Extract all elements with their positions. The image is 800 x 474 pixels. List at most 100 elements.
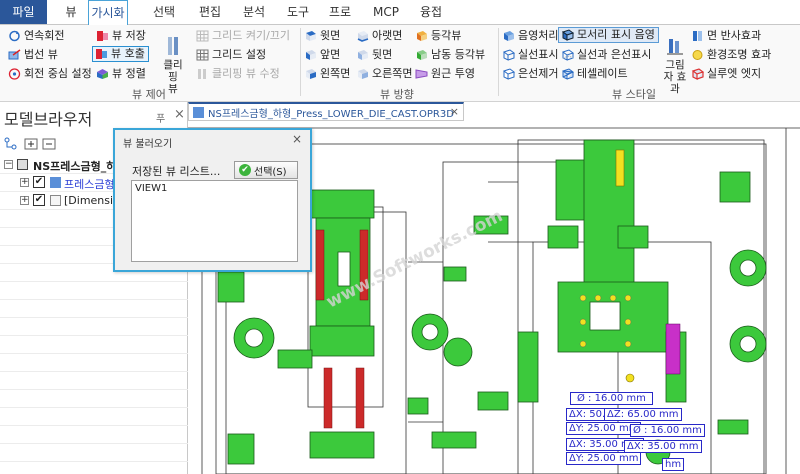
menu-tab-file[interactable]: 파일 xyxy=(0,0,47,24)
align-view-button[interactable]: 뷰 정렬 xyxy=(96,66,146,82)
reflection-button[interactable]: 면 반사효과 xyxy=(691,28,761,44)
iso-view-icon xyxy=(417,31,427,41)
dimension-fragment-label: hm xyxy=(662,458,685,471)
collapse-all-icon[interactable] xyxy=(42,137,56,151)
top-view-icon xyxy=(306,31,316,41)
tessellate-button[interactable]: 테셀레이트 xyxy=(561,66,628,82)
expand-all-icon[interactable] xyxy=(24,137,38,151)
wire-hidden-button[interactable]: 실선과 은선표시 xyxy=(561,47,651,63)
shadow-icon xyxy=(667,39,683,55)
continuous-rotate-label: 연속회전 xyxy=(24,29,65,42)
dimension-diameter-label: Ø : 16.00 mm xyxy=(570,392,653,405)
menu-tab-visualize[interactable]: 가시화 xyxy=(88,0,128,25)
tree-row xyxy=(0,246,188,264)
perspective-button[interactable]: 원근 투영 xyxy=(415,66,475,82)
clipping-icon xyxy=(168,37,178,55)
menu-tab-view[interactable]: 뷰 xyxy=(65,5,77,19)
left-view-label: 왼쪽면 xyxy=(320,67,351,80)
load-view-button[interactable]: 뷰 호출 xyxy=(92,46,149,62)
tree-row xyxy=(0,264,188,282)
right-view-button[interactable]: 오른쪽면 xyxy=(356,66,412,82)
ambient-light-button[interactable]: 환경조명 효과 xyxy=(691,47,771,63)
iso-se-view-icon xyxy=(417,50,427,60)
top-view-button[interactable]: 윗면 xyxy=(304,28,340,44)
continuous-rotate-button[interactable]: 연속회전 xyxy=(8,28,64,44)
saved-view-list[interactable]: VIEW1 xyxy=(131,180,298,262)
right-view-icon xyxy=(358,69,368,79)
menu-tab-analysis[interactable]: 분석 xyxy=(242,5,266,19)
shadow-effect-button[interactable]: 그림자 효과 xyxy=(658,35,692,95)
die-drawing: www.Softworks.com xyxy=(188,127,800,474)
browser-close-icon[interactable]: × xyxy=(174,107,185,122)
front-view-button[interactable]: 앞면 xyxy=(304,47,340,63)
view-direction-group-label: 뷰 방향 xyxy=(380,88,414,101)
tessellate-icon xyxy=(561,68,574,80)
bottom-view-label: 아랫면 xyxy=(372,29,403,42)
menu-tab-select[interactable]: 선택 xyxy=(152,5,176,19)
tree-row xyxy=(0,426,188,444)
align-view-label: 뷰 정렬 xyxy=(112,67,146,80)
menu-tab-tools[interactable]: 도구 xyxy=(286,5,310,19)
shadow-effect-label: 그림자 효과 xyxy=(663,59,687,95)
bottom-view-button[interactable]: 아랫면 xyxy=(356,28,402,44)
rotate-center-label: 회전 중심 설정 xyxy=(24,67,92,80)
edge-shading-button[interactable]: 모서리 표시 음영 xyxy=(558,27,659,43)
tree-row xyxy=(0,210,188,228)
silhouette-edge-button[interactable]: 실루엣 엣지 xyxy=(691,66,761,82)
menu-tab-edit[interactable]: 편집 xyxy=(198,5,222,19)
normal-view-button[interactable]: 법선 뷰 xyxy=(8,47,58,63)
menu-tab-weld[interactable]: 융접 xyxy=(419,5,443,19)
bottom-view-icon xyxy=(357,31,369,42)
hidden-line-removal-button[interactable]: 은선제거 xyxy=(502,66,558,82)
shading-button[interactable]: 음영처리 xyxy=(502,28,558,44)
tree-row[interactable]: + ✔ [Dimension xyxy=(0,192,188,210)
edit-clipping-label: 클리핑 뷰 수정 xyxy=(212,67,280,80)
grid-toggle-button[interactable]: 그리드 켜기/끄기 xyxy=(196,28,290,44)
back-view-icon xyxy=(358,50,368,60)
tree-row[interactable]: − NS프레스금형_하 xyxy=(0,156,188,174)
back-view-button[interactable]: 뒷면 xyxy=(356,47,392,63)
edit-clipping-button[interactable]: 클리핑 뷰 수정 xyxy=(196,66,280,82)
visibility-checkbox[interactable]: ✔ xyxy=(33,194,45,206)
left-view-button[interactable]: 왼쪽면 xyxy=(304,66,350,82)
menu-tab-mcp[interactable]: MCP xyxy=(373,5,399,19)
grid-settings-label: 그리드 설정 xyxy=(212,48,267,61)
save-view-button[interactable]: 뷰 저장 xyxy=(96,28,146,44)
wireframe-label: 실선표시 xyxy=(518,48,559,61)
wireframe-button[interactable]: 실선표시 xyxy=(502,47,558,63)
list-item[interactable]: VIEW1 xyxy=(135,183,168,194)
visibility-checkbox[interactable]: ✔ xyxy=(33,176,45,188)
pin-icon[interactable]: 푸 xyxy=(156,114,166,125)
menu-tab-pro[interactable]: 프로 xyxy=(328,5,352,19)
document-close-icon[interactable]: × xyxy=(449,105,459,118)
tree-row xyxy=(0,372,188,390)
dialog-close-icon[interactable]: × xyxy=(291,132,302,146)
grid-settings-icon xyxy=(196,49,209,61)
ambient-light-icon xyxy=(692,50,703,60)
expand-toggle-icon[interactable]: + xyxy=(20,195,29,205)
ribbon: 연속회전 법선 뷰 회전 중심 설정 뷰 저장 뷰 호출 뷰 정렬 클리핑 뷰 … xyxy=(0,25,800,102)
hidden-line-removal-label: 은선제거 xyxy=(518,67,559,80)
silhouette-edge-label: 실루엣 엣지 xyxy=(707,67,762,80)
rotate-center-button[interactable]: 회전 중심 설정 xyxy=(8,66,92,82)
tree-row[interactable]: + ✔ 프레스금형 xyxy=(0,174,188,192)
front-view-icon xyxy=(306,50,316,60)
grid-settings-button[interactable]: 그리드 설정 xyxy=(196,47,266,63)
shading-icon xyxy=(504,31,514,41)
expand-toggle-icon[interactable]: + xyxy=(20,177,29,187)
document-tab[interactable]: NS프레스금형_하형_Press_LOWER_DIE_CAST.OPR3D × xyxy=(188,102,464,121)
right-view-label: 오른쪽면 xyxy=(372,67,413,80)
tree-structure-icon[interactable] xyxy=(4,137,18,151)
tree-item-label: 프레스금형 xyxy=(64,178,115,191)
shading-label: 음영처리 xyxy=(518,29,559,42)
iso-view-button[interactable]: 등각뷰 xyxy=(415,28,461,44)
tree-row xyxy=(0,354,188,372)
edge-shading-label: 모서리 표시 음영 xyxy=(577,28,655,41)
clipping-view-button[interactable]: 클리핑 뷰 xyxy=(158,35,188,95)
rotate-center-icon xyxy=(8,68,21,80)
select-button[interactable]: ✔ 선택(S) xyxy=(234,161,298,179)
collapse-toggle-icon[interactable]: − xyxy=(4,159,13,169)
iso-se-view-button[interactable]: 남동 등각뷰 xyxy=(415,47,485,63)
silhouette-icon xyxy=(691,68,704,80)
save-view-icon xyxy=(97,31,108,41)
